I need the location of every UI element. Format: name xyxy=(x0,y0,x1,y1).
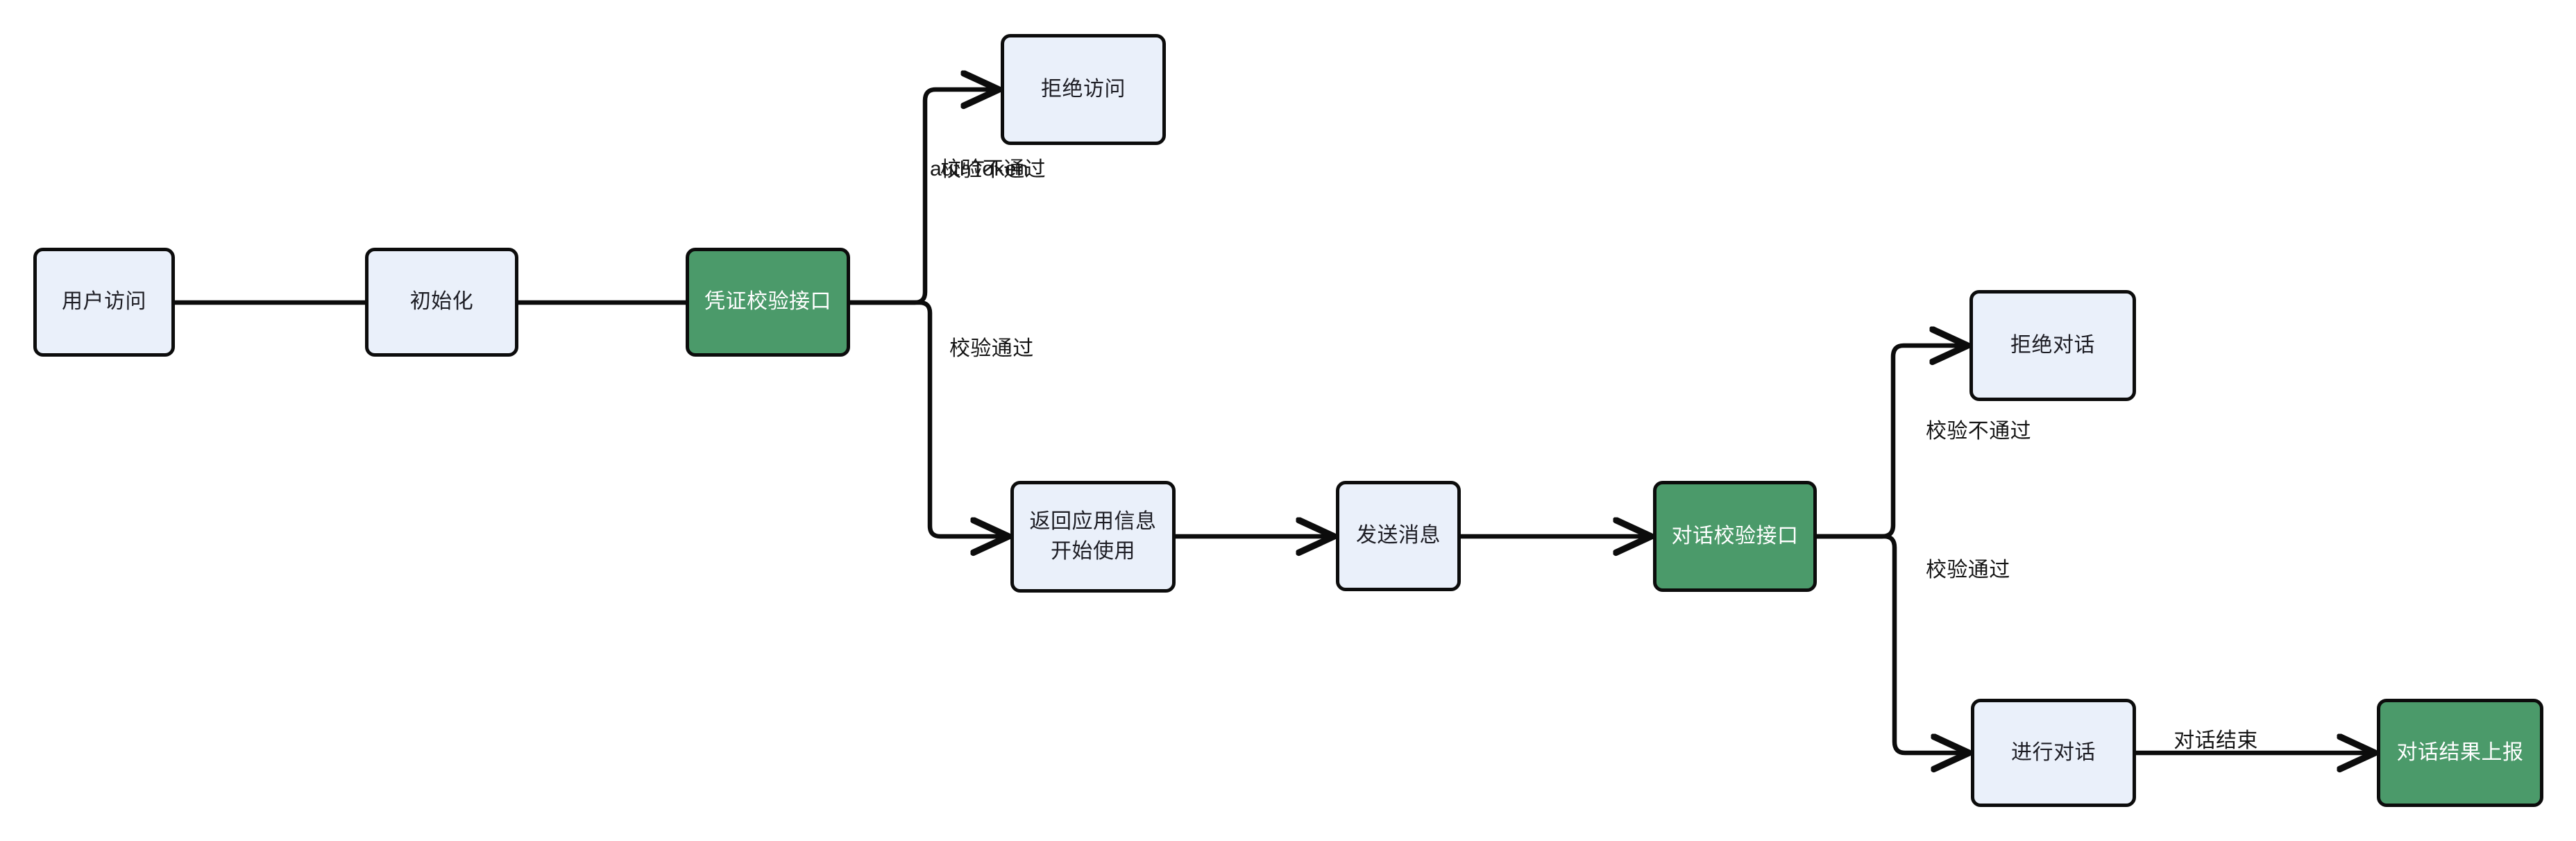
flow-node-label: 对话校验接口 xyxy=(1671,524,1799,547)
flow-node-label: 凭证校验接口 xyxy=(704,290,831,314)
flow-node-label: 对话结果上报 xyxy=(2396,740,2524,764)
flow-node-chat_api[interactable]: 对话校验接口 xyxy=(1653,481,1817,592)
flow-node-return_info[interactable]: 返回应用信息 开始使用 xyxy=(1010,481,1176,593)
flow-node-label: 发送消息 xyxy=(1356,524,1441,547)
edge-label-chat_fail: 校验不通过 xyxy=(1926,420,2031,443)
edge-label-auth_token: authToken xyxy=(930,158,1029,180)
flow-node-deny_chat[interactable]: 拒绝对话 xyxy=(1969,290,2136,401)
edge-label-chat_pass: 校验通过 xyxy=(1926,559,2010,581)
flow-node-label: 返回应用信息 开始使用 xyxy=(1029,509,1157,563)
flow-node-user_access[interactable]: 用户访问 xyxy=(33,248,175,357)
flow-node-auth_api[interactable]: 凭证校验接口 xyxy=(686,248,850,357)
edge-label-auth_pass: 校验通过 xyxy=(949,337,1034,360)
flow-node-label: 进行对话 xyxy=(2011,740,2096,764)
flow-node-deny_access[interactable]: 拒绝访问 xyxy=(1001,34,1166,145)
flow-node-label: 拒绝访问 xyxy=(1041,77,1126,101)
edge-label-chat_end: 对话结束 xyxy=(2174,729,2258,752)
flow-node-do_chat[interactable]: 进行对话 xyxy=(1971,699,2136,807)
flow-node-report_result[interactable]: 对话结果上报 xyxy=(2377,699,2543,807)
flow-node-init[interactable]: 初始化 xyxy=(365,248,518,357)
edge-label-auth_fail: 校验不通过 xyxy=(940,158,1046,181)
flow-node-label: 初始化 xyxy=(409,290,474,314)
flow-node-send_msg[interactable]: 发送消息 xyxy=(1336,481,1461,591)
flow-edge xyxy=(850,90,998,305)
flow-node-label: 拒绝对话 xyxy=(2010,333,2095,357)
flow-node-label: 用户访问 xyxy=(62,290,146,314)
